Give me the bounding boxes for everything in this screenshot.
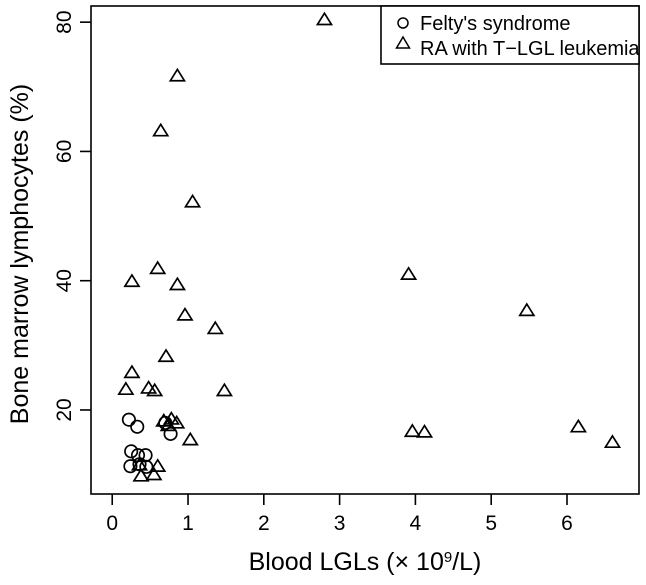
data-point [215, 382, 233, 397]
y-tick-label-80: 80 [53, 10, 76, 33]
data-point [168, 276, 186, 291]
x-axis-title-main: Blood LGLs (× 10 [249, 548, 444, 576]
legend-circle-icon [397, 17, 409, 29]
x-tick-label-6: 6 [561, 512, 573, 535]
legend-box [380, 5, 640, 65]
x-tick-label-2: 2 [258, 512, 270, 535]
data-point [181, 431, 199, 446]
data-point [569, 418, 587, 433]
x-tick-label-4: 4 [410, 512, 422, 535]
y-tick-label-60: 60 [53, 140, 76, 163]
data-point [168, 67, 186, 82]
data-point [123, 364, 141, 379]
data-point [123, 273, 141, 288]
legend: Felty's syndrome RA with T−LGL leukemia [380, 5, 640, 65]
x-tick-label-5: 5 [485, 512, 497, 535]
x-axis-title-superscript: 9 [444, 549, 452, 566]
y-axis-title: Bone marrow lymphocytes (%) [6, 84, 34, 424]
data-point [132, 467, 150, 482]
data-point [123, 459, 138, 474]
y-tick-label-40: 40 [53, 269, 76, 292]
x-axis-ticks [111, 494, 568, 505]
data-point [603, 434, 622, 449]
x-axis-title: Blood LGLs (× 109/L) [249, 548, 482, 576]
x-tick-label-0: 0 [106, 512, 118, 535]
data-point [130, 419, 145, 434]
data-point [415, 423, 434, 438]
data-point [168, 414, 186, 429]
plot-frame [90, 5, 640, 495]
y-axis-tick-labels: 20 40 60 80 [53, 10, 76, 421]
y-tick-label-20: 20 [53, 398, 76, 421]
x-tick-label-3: 3 [334, 512, 346, 535]
data-point [403, 423, 421, 438]
series-ra-with-tlgl-leukemia [117, 11, 622, 482]
data-point [157, 348, 175, 363]
x-axis-title-tail: /L) [452, 548, 481, 576]
legend-label-ra-tlgl: RA with T−LGL leukemia [420, 38, 640, 60]
data-point [518, 302, 536, 317]
x-tick-label-1: 1 [182, 512, 194, 535]
data-point [146, 382, 164, 397]
data-point [399, 266, 418, 281]
data-point [315, 11, 334, 26]
data-point [176, 306, 194, 321]
legend-label-feltys-syndrome: Felty's syndrome [420, 13, 571, 35]
data-point [152, 122, 170, 137]
data-point [159, 417, 177, 432]
y-axis-ticks [80, 21, 91, 411]
data-point [138, 448, 153, 463]
data-point [124, 444, 139, 459]
plot-panel-border [90, 5, 640, 495]
data-point [149, 260, 167, 275]
data-point [183, 193, 202, 208]
x-axis-tick-labels: 0 1 2 3 4 5 6 [106, 512, 572, 535]
data-point [145, 466, 163, 481]
data-point [130, 456, 149, 471]
data-point [206, 320, 224, 335]
data-point [121, 412, 136, 427]
data-point [149, 458, 167, 472]
legend-triangle-icon [395, 35, 411, 49]
data-point [117, 381, 135, 396]
